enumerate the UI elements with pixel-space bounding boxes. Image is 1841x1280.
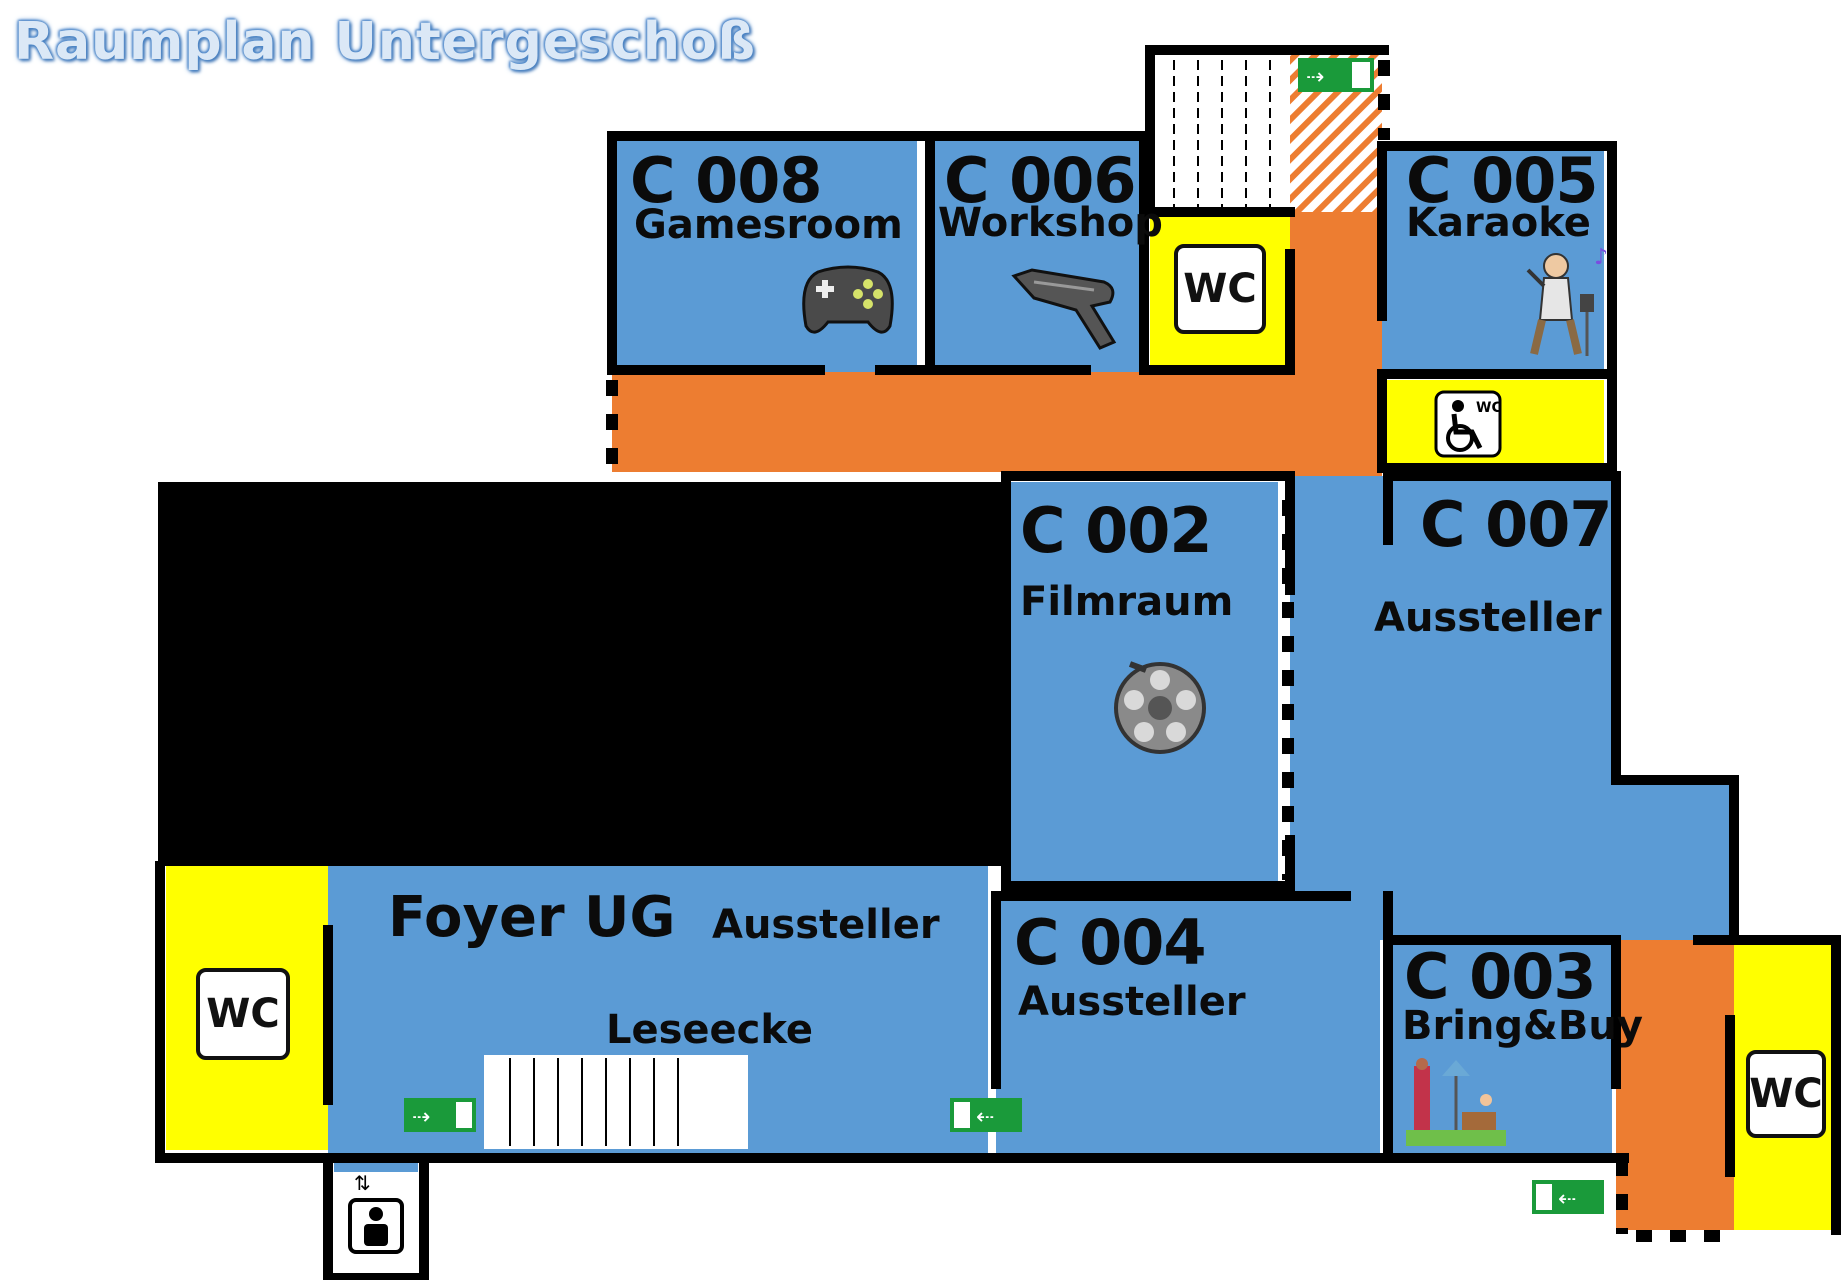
corridor-top <box>612 372 1382 472</box>
room-c006-name: Workshop <box>938 200 1163 246</box>
page-title: Raumplan Untergeschoß <box>14 12 757 72</box>
svg-text:WC: WC <box>1476 400 1502 416</box>
svg-text:♪: ♪ <box>1594 245 1608 270</box>
exit-sign-icon: ⇢ <box>404 1098 476 1132</box>
room-c002-code: C 002 <box>1020 494 1213 567</box>
exit-sign-icon: ⇢ <box>1298 58 1374 92</box>
stairs-top <box>1173 60 1271 208</box>
wc-right-sign: WC <box>1746 1050 1826 1138</box>
corridor-vertical <box>1290 212 1382 510</box>
corridor-right <box>1616 940 1734 1230</box>
elevator-icon: ⇅ <box>348 1171 404 1254</box>
room-c006-code: C 006 <box>944 144 1137 217</box>
film-reel-icon <box>1114 661 1206 754</box>
foyer-name: Foyer UG <box>388 885 676 950</box>
svg-text:⇅: ⇅ <box>354 1171 371 1195</box>
svg-text:⇠: ⇠ <box>1558 1187 1576 1212</box>
svg-text:⇢: ⇢ <box>1306 65 1324 90</box>
room-c008-name: Gamesroom <box>634 202 903 248</box>
dashed-walls <box>606 60 1730 1242</box>
room-c007-name: Aussteller <box>1374 595 1602 641</box>
singer-icon: ♪ <box>1526 245 1608 356</box>
walls <box>155 45 1841 1280</box>
room-c002-name: Filmraum <box>1020 579 1234 625</box>
stairs-foyer-lines <box>509 1058 679 1146</box>
room-c004-code: C 004 <box>1014 906 1207 979</box>
stairwell-top <box>1150 52 1288 212</box>
glue-gun-icon <box>1011 268 1117 350</box>
room-c003-name: Bring&Buy <box>1402 1003 1643 1049</box>
room-c008-code: C 008 <box>630 144 823 217</box>
gamepad-icon <box>802 265 894 334</box>
room-c004 <box>996 896 1380 1154</box>
accessible-wc-icon: WC <box>1434 390 1502 458</box>
wc-left-sign: WC <box>196 968 290 1060</box>
foyer-reading-corner: Leseecke <box>606 1007 814 1053</box>
stairs-foyer <box>484 1055 748 1149</box>
foyer-exhibitor: Aussteller <box>712 902 940 948</box>
room-c004-name: Aussteller <box>1018 979 1246 1025</box>
exit-sign-icon: ⇠ <box>1532 1180 1604 1214</box>
wc-top-sign: WC <box>1174 244 1266 334</box>
svg-text:⇠: ⇠ <box>976 1105 994 1130</box>
room-c007-code: C 007 <box>1420 488 1613 561</box>
room-c005-name: Karaoke <box>1406 200 1591 246</box>
exit-sign-icon: ⇠ <box>950 1098 1022 1132</box>
room-c005 <box>1382 146 1604 372</box>
svg-text:⇢: ⇢ <box>412 1105 430 1130</box>
flea-market-icon <box>1406 1058 1506 1146</box>
room-c008 <box>612 136 917 372</box>
room-c003-code: C 003 <box>1404 940 1597 1013</box>
room-c005-code: C 005 <box>1406 144 1599 217</box>
unused-area <box>158 482 1006 866</box>
